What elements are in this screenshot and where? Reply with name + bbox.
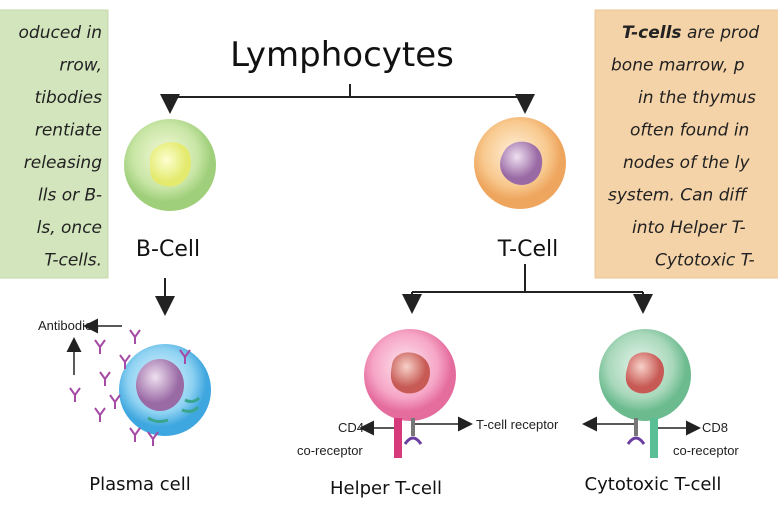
t-cell-info-line: in the thymus xyxy=(638,88,756,108)
cd8-coreceptor-label: co-receptor xyxy=(673,443,739,458)
cd8-label: CD8 xyxy=(702,420,728,435)
b-cell-info-line: T-cells. xyxy=(44,251,102,271)
b-cell-info-line: oduced in xyxy=(19,23,102,43)
b-cell-info-line: tibodies xyxy=(35,88,103,108)
b-cell-illustration xyxy=(124,119,216,211)
cd4-coreceptor-label: co-receptor xyxy=(297,443,363,458)
t-cell-info-box: T-cells are prod bone marrow, p in the thy… xyxy=(594,9,778,279)
b-cell-info-line: releasing xyxy=(24,153,102,173)
t-cell-branch-arrows xyxy=(402,264,653,314)
antibodies-arrows xyxy=(66,318,122,375)
cytotoxic-t-cell-label: Cytotoxic T-cell xyxy=(585,474,722,495)
t-cell-info-line: T-cells are prod xyxy=(622,23,759,43)
t-cell-illustration xyxy=(474,117,566,209)
receptor-arrows xyxy=(359,416,701,436)
b-cell-info-line: ls, once xyxy=(37,218,102,238)
t-cell-info-line: nodes of the ly xyxy=(623,153,751,173)
t-cell-receptor-label: T-cell receptor xyxy=(476,417,559,432)
t-cell-info-line: into Helper T- xyxy=(632,218,746,238)
t-cell-label: T-Cell xyxy=(497,237,558,262)
t-cell-info-line: Cytotoxic T- xyxy=(655,251,755,271)
t-cell-info-text: are prod xyxy=(682,23,760,43)
diagram-title: Lymphocytes xyxy=(230,35,454,75)
b-cell-info-line: lls or B- xyxy=(38,186,102,206)
t-cells-bold-lead: T-cells xyxy=(622,23,682,43)
lymphocyte-branch-arrows xyxy=(160,84,535,114)
plasma-cell-illustration xyxy=(119,344,211,436)
cytotoxic-t-cell-illustration xyxy=(599,329,691,458)
plasma-cell-label: Plasma cell xyxy=(89,474,191,495)
cd4-label: CD4 xyxy=(338,420,364,435)
helper-t-cell-label: Helper T-cell xyxy=(330,478,442,499)
helper-t-cell-illustration xyxy=(364,329,456,458)
t-cell-info-line: system. Can diff xyxy=(608,186,748,206)
t-cell-info-line: bone marrow, p xyxy=(611,56,745,76)
antibody-icons xyxy=(69,329,191,446)
b-cell-info-box: oduced in rrow, tibodies rentiate releasing l… xyxy=(0,9,109,279)
b-cell-info-line: rrow, xyxy=(59,56,102,76)
b-cell-info-line: rentiate xyxy=(35,121,102,141)
b-cell-label: B-Cell xyxy=(136,237,200,262)
t-cell-info-line: often found in xyxy=(630,121,749,141)
